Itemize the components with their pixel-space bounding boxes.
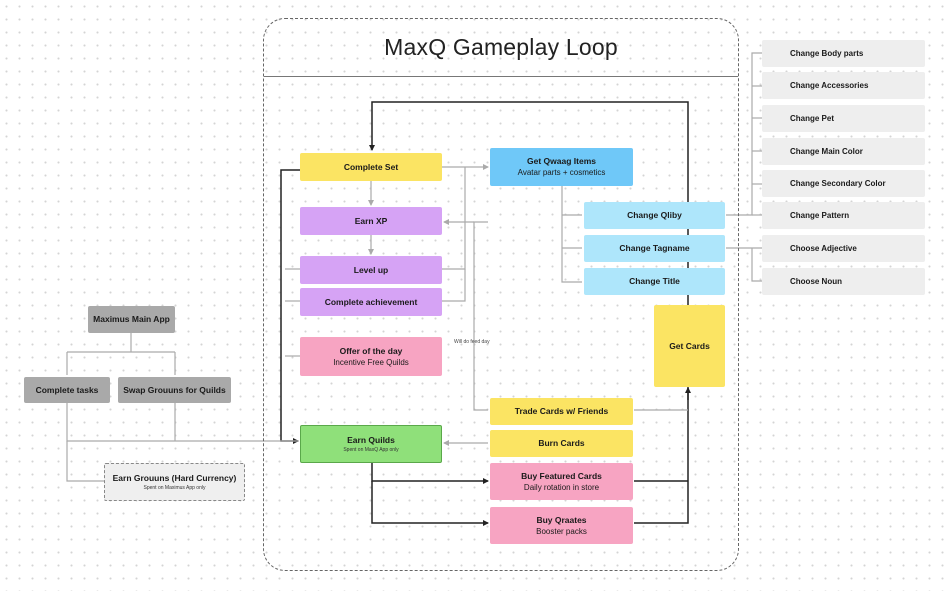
custom-item-main-color: Change Main Color — [762, 138, 925, 165]
custom-item-adjective: Choose Adjective — [762, 235, 925, 262]
node-label: Complete Set — [343, 161, 399, 172]
node-complete-achievement: Complete achievement — [300, 288, 442, 316]
node-label: Offer of the day — [339, 345, 403, 356]
trade-note: Will do feed day — [454, 339, 490, 345]
node-swap-grouuns: Swap Grouuns for Quilds — [118, 377, 231, 403]
node-complete-set: Complete Set — [300, 153, 442, 181]
custom-item-secondary-color: Change Secondary Color — [762, 170, 925, 197]
node-offer-of-the-day: Offer of the day Incentive Free Quilds — [300, 337, 442, 376]
diagram-title: MaxQ Gameplay Loop — [384, 34, 618, 60]
custom-item-label: Change Secondary Color — [790, 178, 886, 188]
node-label: Maximus Main App — [93, 314, 170, 325]
node-label: Level up — [353, 264, 389, 275]
node-label: Swap Grouuns for Quilds — [123, 384, 226, 395]
node-label: Complete achievement — [324, 296, 418, 307]
node-label: Complete tasks — [35, 384, 99, 395]
node-label: Buy Featured Cards — [521, 470, 602, 481]
node-note: Spent on MaxQ App only — [343, 446, 399, 453]
custom-item-label: Change Main Color — [790, 146, 863, 156]
node-level-up: Level up — [300, 256, 442, 284]
node-label: Change Title — [629, 276, 680, 287]
node-earn-grouuns: Earn Grouuns (Hard Currency) Spent on Ma… — [104, 463, 245, 501]
node-label: Change Qliby — [627, 210, 682, 221]
node-label: Earn XP — [354, 215, 388, 226]
node-label: Buy Qraates — [536, 514, 587, 525]
node-earn-xp: Earn XP — [300, 207, 442, 235]
node-maximus-main-app: Maximus Main App — [88, 306, 175, 333]
node-earn-quilds: Earn Quilds Spent on MaxQ App only — [300, 425, 442, 463]
node-label: Burn Cards — [538, 438, 585, 449]
node-label: Get Cards — [669, 340, 710, 351]
node-change-tagname: Change Tagname — [584, 235, 725, 262]
custom-item-accessories: Change Accessories — [762, 72, 925, 99]
node-change-title: Change Title — [584, 268, 725, 295]
custom-item-body-parts: Change Body parts — [762, 40, 925, 67]
gameplay-loop-frame — [263, 18, 739, 571]
node-label: Trade Cards w/ Friends — [514, 406, 609, 417]
node-label: Earn Grouuns (Hard Currency) — [112, 473, 237, 484]
node-trade-cards: Trade Cards w/ Friends — [490, 398, 633, 425]
node-get-qwaag-items: Get Qwaag Items Avatar parts + cosmetics — [490, 148, 633, 186]
node-burn-cards: Burn Cards — [490, 430, 633, 457]
custom-item-label: Choose Noun — [790, 276, 842, 286]
node-change-qliby: Change Qliby — [584, 202, 725, 229]
node-get-cards: Get Cards — [654, 305, 725, 387]
node-note: Spent on Maximus App only — [143, 484, 206, 491]
custom-item-label: Change Pet — [790, 113, 835, 123]
custom-item-pattern: Change Pattern — [762, 202, 925, 229]
node-buy-qraates: Buy Qraates Booster packs — [490, 507, 633, 544]
node-label: Get Qwaag Items — [527, 156, 596, 167]
node-label: Change Tagname — [619, 243, 690, 254]
node-label: Earn Quilds — [347, 435, 395, 446]
node-subtitle: Avatar parts + cosmetics — [517, 168, 606, 178]
node-buy-featured-cards: Buy Featured Cards Daily rotation in sto… — [490, 463, 633, 500]
custom-item-pet: Change Pet — [762, 105, 925, 132]
custom-item-label: Change Accessories — [790, 80, 869, 90]
title-divider — [264, 76, 738, 77]
node-subtitle: Daily rotation in store — [523, 482, 600, 492]
node-complete-tasks: Complete tasks — [24, 377, 110, 403]
custom-item-label: Change Pattern — [790, 210, 850, 220]
node-subtitle: Booster packs — [536, 526, 587, 536]
node-subtitle: Incentive Free Quilds — [333, 357, 409, 367]
custom-item-noun: Choose Noun — [762, 268, 925, 295]
custom-item-label: Choose Adjective — [790, 243, 857, 253]
custom-item-label: Change Body parts — [790, 48, 864, 58]
